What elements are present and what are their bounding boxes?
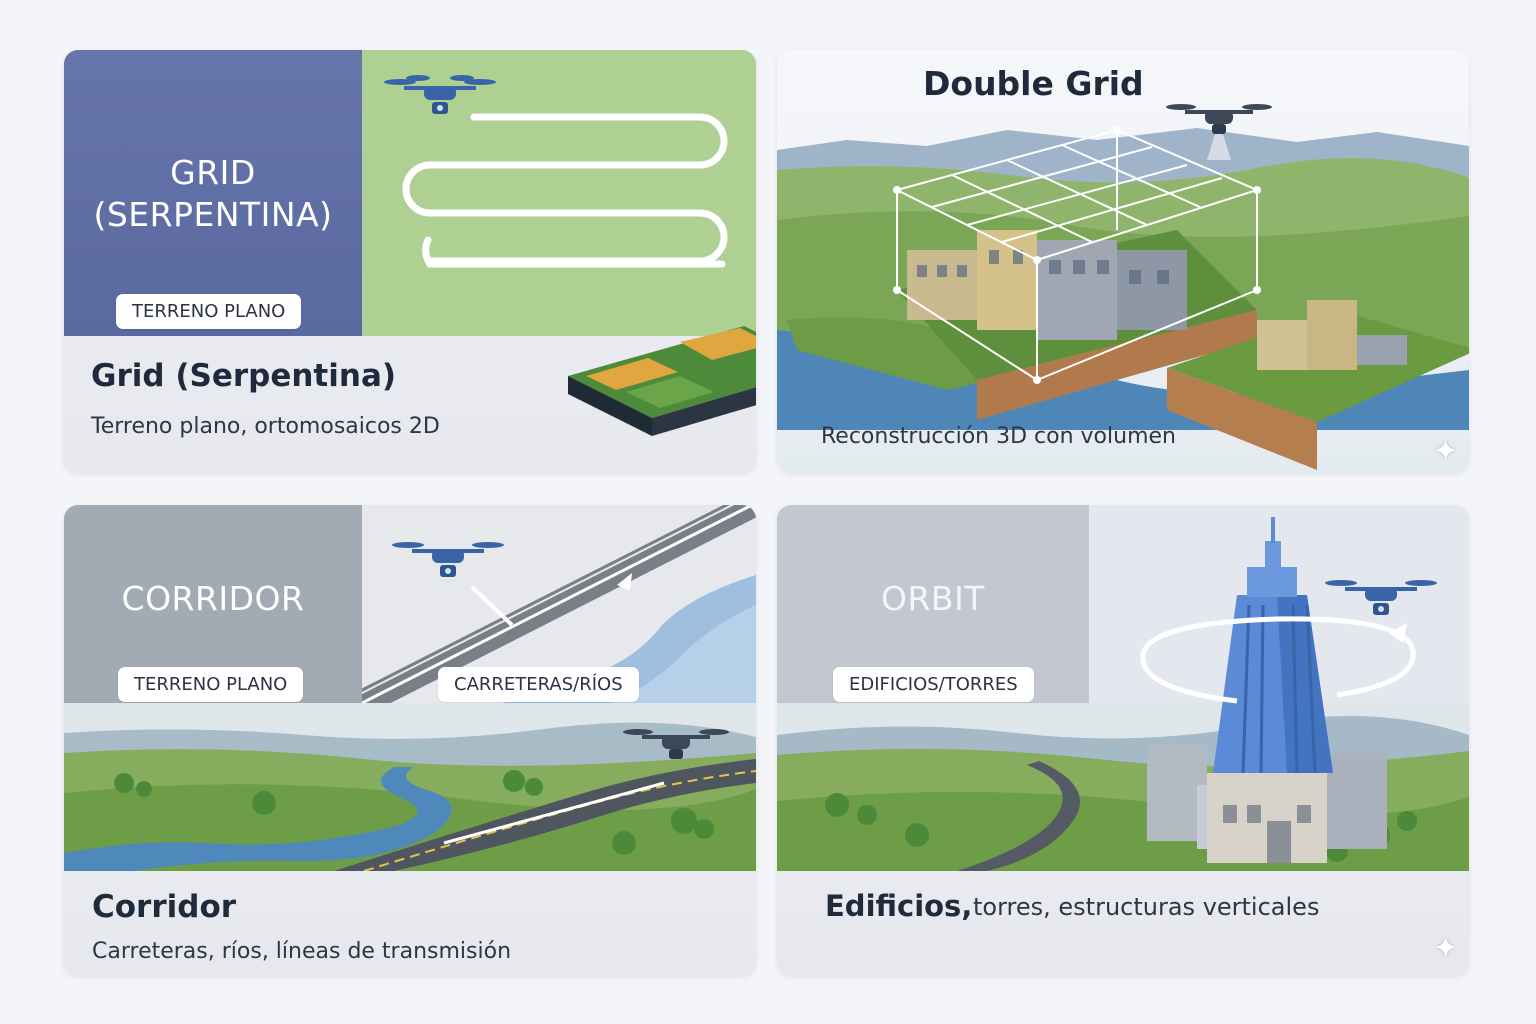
orbit-scene [777,505,1469,871]
grid-card-description: Terreno plano, ortomosaicos 2D [91,414,440,439]
card-grid-serpentina[interactable]: GRID (SERPENTINA) TERRENO PLANO Grid (Se… [64,50,756,472]
card-orbit[interactable]: ORBIT EDIFICIOS/TORRES [777,505,1469,975]
orbit-ring [1140,616,1416,704]
card-corridor[interactable]: CORRIDOR TERRENO PLANO CARRETERAS/RÍOS [64,505,756,975]
grid-label-panel [64,50,362,336]
double-grid-title: Double Grid [923,64,1144,103]
corridor-landscape [64,703,756,871]
small-building-icon [1257,300,1407,370]
field-tile-icon [568,326,756,436]
drone-icon [1166,104,1272,160]
orbit-card-title: Edificios, [825,889,973,923]
orbit-structures-badge: EDIFICIOS/TORRES [833,667,1034,702]
corridor-roads-badge: CARRETERAS/RÍOS [438,667,639,702]
drone-icon [623,729,729,759]
sparkle-icon: ✦ [1433,434,1459,469]
corridor-terrain-badge: TERRENO PLANO [118,667,304,702]
serpentine-path [402,113,728,268]
double-grid-description: Reconstrucción 3D con volumen [821,424,1176,449]
orbit-card-description: torres, estructuras verticales [973,893,1320,921]
drone-icon [384,75,496,114]
grid-panel-label: GRID (SERPENTINA) [93,153,333,234]
grid-card-title: Grid (Serpentina) [91,358,397,394]
corridor-panel-label: CORRIDOR [121,579,305,618]
drone-icon [392,542,504,577]
building-tower-icon [1147,517,1387,863]
river [64,767,452,871]
sparkle-icon: ✦ [1433,931,1459,966]
drone-icon [1325,580,1437,615]
road [957,761,1081,871]
grid-terrain-badge: TERRENO PLANO [116,294,302,329]
building-cluster-icon [907,230,1187,340]
orbit-panel-label: ORBIT [881,579,985,618]
card-double-grid[interactable]: Double Grid Reconstrucción 3D con volume… [777,50,1469,472]
double-grid-scene [777,50,1469,472]
corridor-card-description: Carreteras, ríos, líneas de transmisión [92,939,512,964]
grid-flight-map [362,50,756,336]
corridor-card-title: Corridor [92,889,237,925]
